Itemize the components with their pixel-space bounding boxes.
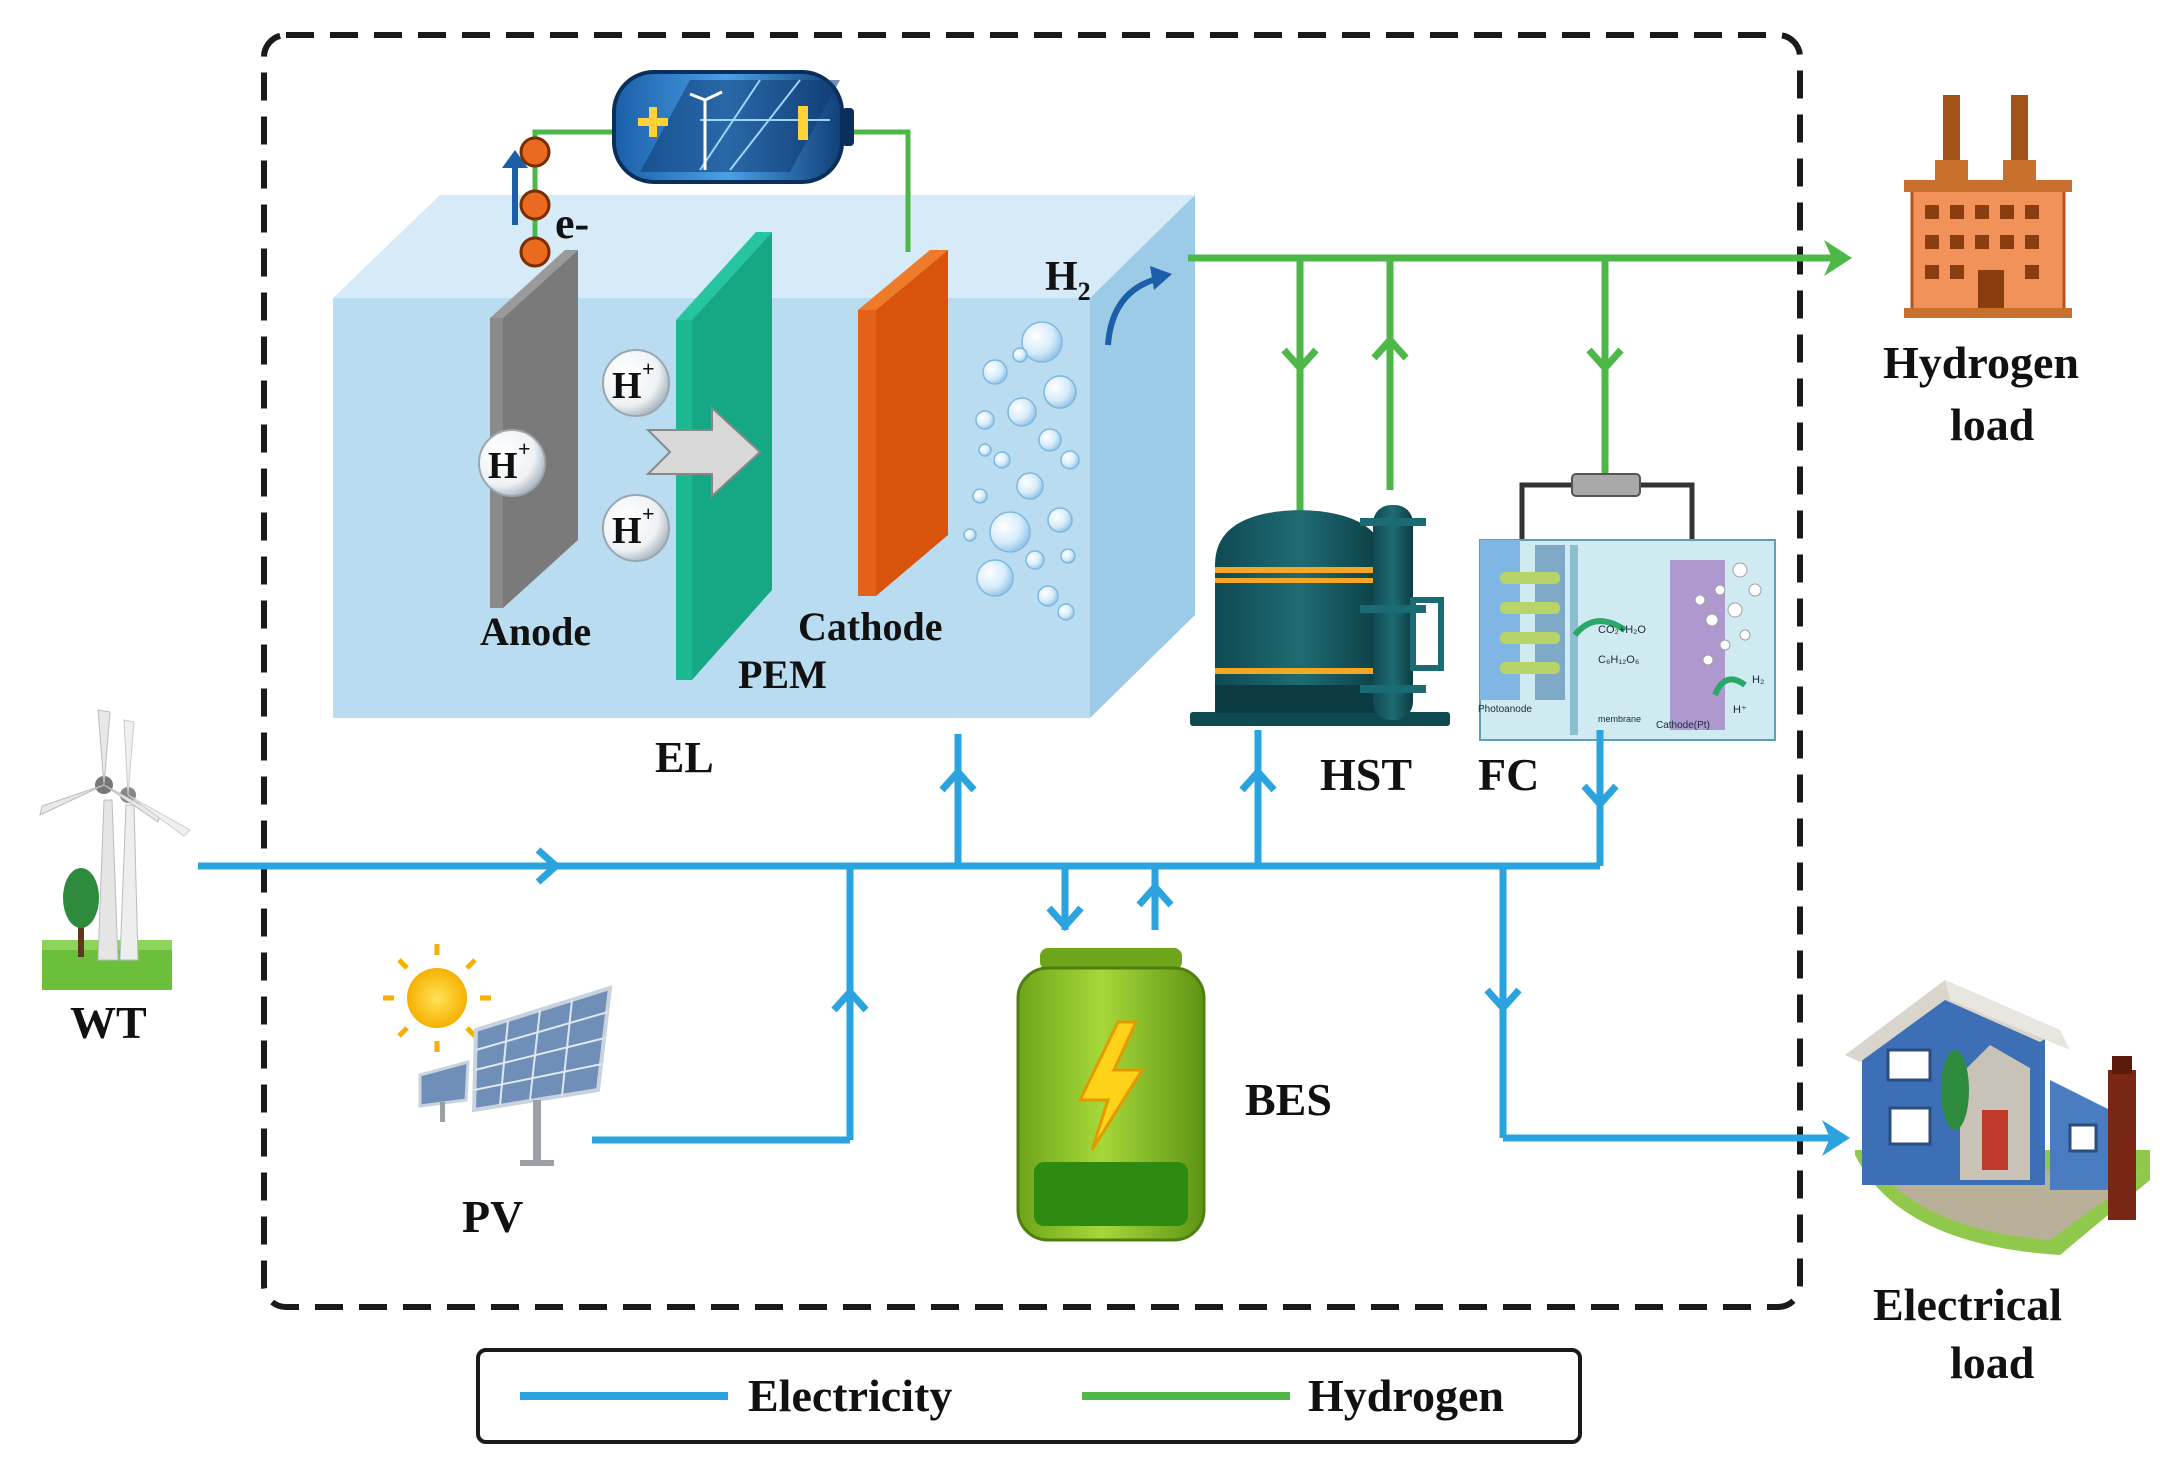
electricity-arrow-up bbox=[1239, 766, 1277, 793]
pv-label: PV bbox=[462, 1191, 523, 1242]
svg-text:membrane: membrane bbox=[1598, 714, 1641, 724]
cathode-plate bbox=[858, 250, 948, 596]
wt-label: WT bbox=[70, 997, 147, 1048]
electrical-load-label-line2: load bbox=[1950, 1337, 2035, 1388]
electron bbox=[519, 136, 551, 168]
sun-icon bbox=[383, 944, 491, 1052]
legend-electricity-label: Electricity bbox=[748, 1370, 952, 1421]
hydrogen-arrow-to-load bbox=[1824, 240, 1852, 276]
svg-text:H: H bbox=[488, 445, 518, 487]
svg-text:H: H bbox=[612, 510, 642, 552]
pem-label: PEM bbox=[738, 652, 827, 697]
factory-icon bbox=[1904, 95, 2072, 318]
cathode-label: Cathode bbox=[798, 604, 942, 649]
hydrogen-arrow-up bbox=[1371, 334, 1409, 361]
anode-label: Anode bbox=[480, 609, 591, 654]
electron bbox=[519, 236, 551, 268]
svg-text:Cathode(Pt): Cathode(Pt) bbox=[1656, 720, 1710, 731]
svg-text:C₆H₁₂O₆: C₆H₁₂O₆ bbox=[1598, 654, 1639, 666]
hydrogen-network bbox=[1188, 254, 1840, 510]
hydrogen-load-label-line1: Hydrogen bbox=[1883, 337, 2079, 388]
solar-panel-icon bbox=[418, 985, 613, 1166]
svg-text:Photoanode: Photoanode bbox=[1478, 704, 1532, 715]
battery-icon bbox=[612, 70, 854, 184]
svg-text:H₂: H₂ bbox=[1752, 674, 1764, 686]
electrical-load-label-line1: Electrical bbox=[1873, 1279, 2062, 1330]
svg-text:+: + bbox=[518, 436, 531, 461]
hydrogen-load-label-line2: load bbox=[1950, 399, 2035, 450]
electricity-network bbox=[198, 730, 1835, 1144]
electricity-arrow-down bbox=[1484, 987, 1522, 1014]
electricity-arrow-right bbox=[535, 847, 562, 885]
fc-label: FC bbox=[1478, 749, 1539, 800]
bes-battery-icon bbox=[1016, 948, 1206, 1242]
bes-label: BES bbox=[1245, 1074, 1332, 1125]
h2-label: H2 bbox=[1045, 254, 1091, 306]
svg-text:+: + bbox=[642, 356, 655, 381]
electron-label: e- bbox=[555, 199, 589, 248]
tank-icon bbox=[1190, 505, 1450, 726]
legend: Electricity Hydrogen bbox=[476, 1348, 1582, 1444]
electricity-arrow-up bbox=[939, 766, 977, 793]
legend-hydrogen-label: Hydrogen bbox=[1308, 1370, 1504, 1421]
hydrogen-arrow-down bbox=[1586, 347, 1624, 374]
house-icon bbox=[1845, 980, 2150, 1255]
svg-text:+: + bbox=[642, 501, 655, 526]
svg-text:H: H bbox=[612, 365, 642, 407]
electrolyzer: H+ H+ H+ H2 bbox=[333, 195, 1195, 718]
svg-text:H⁺: H⁺ bbox=[1733, 704, 1747, 716]
hydrogen-bubbles bbox=[963, 321, 1080, 621]
fuel-cell-icon: CO₂+H₂O C₆H₁₂O₆ Photoanode membrane Cath… bbox=[1478, 473, 1776, 741]
electricity-arrow-down bbox=[1046, 905, 1084, 932]
wind-turbine-icon bbox=[39, 709, 191, 990]
electron bbox=[519, 189, 551, 221]
electricity-arrow-up bbox=[831, 986, 869, 1013]
proton-flow-arrow bbox=[645, 405, 762, 499]
electricity-arrow-up bbox=[1136, 881, 1174, 908]
h2-release-arrow bbox=[1105, 275, 1161, 346]
h-plus-ion: H+ bbox=[602, 494, 670, 562]
electricity-arrow-down bbox=[1581, 783, 1619, 810]
h-plus-ion: H+ bbox=[602, 349, 670, 417]
hydrogen-arrow-down bbox=[1281, 347, 1319, 374]
electricity-arrow-to-load bbox=[1822, 1120, 1850, 1156]
system-boundary bbox=[261, 32, 1803, 1310]
svg-text:CO₂+H₂O: CO₂+H₂O bbox=[1598, 624, 1646, 636]
h-plus-ion: H+ bbox=[478, 429, 546, 497]
el-label: EL bbox=[655, 733, 714, 782]
electron-circuit: e- bbox=[502, 129, 911, 268]
hst-label: HST bbox=[1320, 749, 1412, 800]
